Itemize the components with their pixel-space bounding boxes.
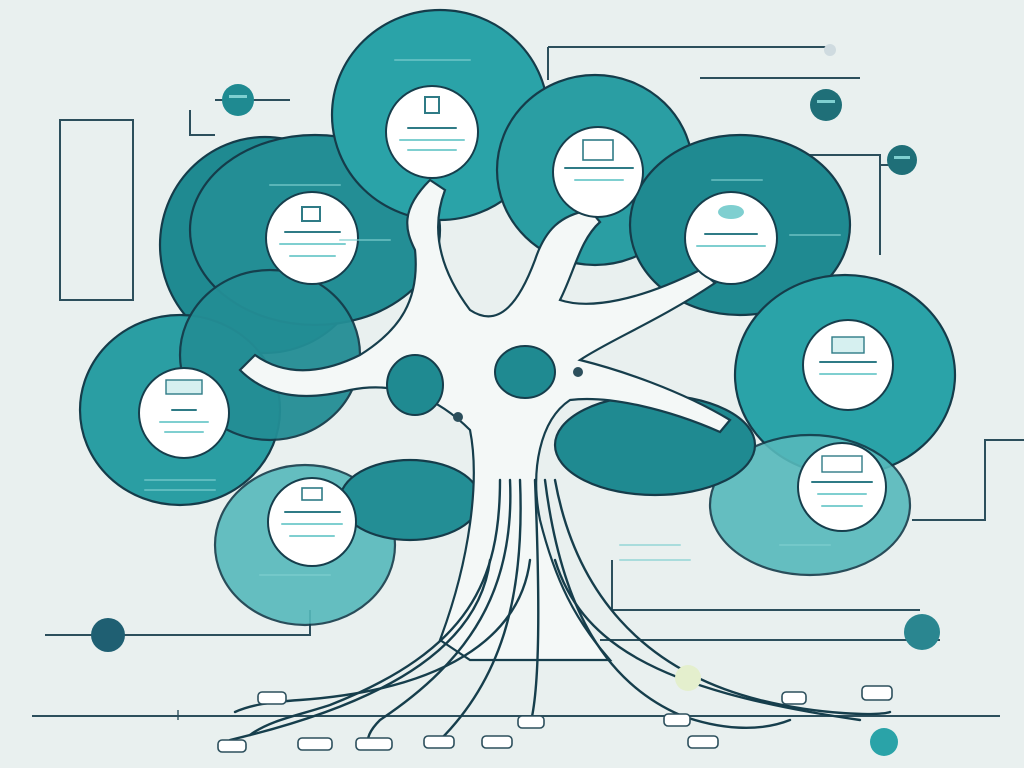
node-top-center <box>385 85 479 179</box>
tree-trunk <box>238 178 732 662</box>
node-upper-right <box>684 191 778 285</box>
node-upper-left <box>265 191 359 285</box>
cloud-icon <box>718 205 744 219</box>
content-nodes <box>138 85 894 567</box>
node-middle-right <box>802 319 894 411</box>
node-middle-left <box>138 367 230 459</box>
pin-markers <box>222 44 917 175</box>
tree-roots <box>228 478 892 747</box>
document-icon <box>424 96 440 114</box>
building-icon <box>831 336 865 354</box>
node-lower-left <box>267 477 357 567</box>
chart-icon <box>165 379 203 395</box>
city-icon <box>582 139 614 161</box>
node-lower-right <box>797 442 887 532</box>
skyline-icon <box>821 455 863 473</box>
leaf-scribbles <box>144 59 841 576</box>
root-tags <box>91 614 940 756</box>
node-top-right <box>552 126 644 218</box>
server-icon <box>301 487 323 501</box>
folder-icon <box>301 206 321 222</box>
